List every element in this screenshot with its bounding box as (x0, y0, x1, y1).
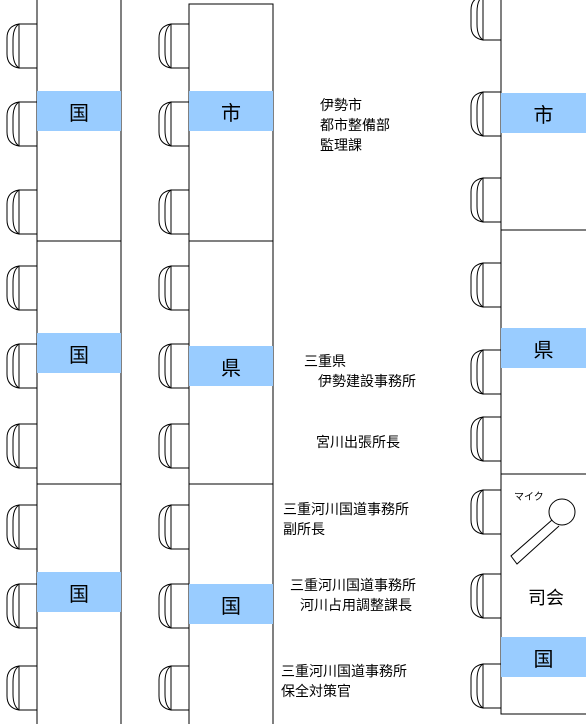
label-ken-mid: 県 (189, 346, 273, 386)
label-shi-mid: 市 (189, 91, 273, 131)
chair-icon (158, 423, 190, 469)
chair-icon (6, 504, 38, 550)
label-koku-left-1: 国 (37, 91, 121, 131)
label-koku-right: 国 (501, 637, 586, 677)
chair-icon (470, 91, 502, 137)
chair-icon (6, 101, 38, 147)
chair-icon (6, 265, 38, 311)
chair-icon (470, 177, 502, 223)
chair-icon (470, 262, 502, 308)
label-shi-right: 市 (501, 93, 586, 133)
attendee-miyagawa: 宮川出張所長 (316, 435, 400, 451)
attendee-river-use: 三重河川国道事務所河川占用調整課長 (290, 578, 416, 614)
moderator-label: 司会 (528, 588, 564, 609)
attendee-ise-city: 伊勢市都市整備部監理課 (320, 98, 390, 154)
chair-icon (470, 416, 502, 462)
chair-icon (6, 189, 38, 235)
chair-icon (158, 343, 190, 389)
chair-icon (6, 583, 38, 629)
label-koku-left-2: 国 (37, 333, 121, 373)
chair-icon (470, 489, 502, 535)
attendee-vice-director: 三重河川国道事務所副所長 (283, 502, 409, 538)
chair-icon (470, 573, 502, 619)
chair-icon (6, 23, 38, 69)
chair-icon (158, 23, 190, 69)
label-ken-right: 県 (501, 328, 586, 368)
chair-icon (158, 665, 190, 711)
label-koku-mid: 国 (189, 584, 273, 624)
chair-icon (158, 265, 190, 311)
chair-icon (470, 663, 502, 709)
chair-icon (6, 343, 38, 389)
chair-icon (6, 423, 38, 469)
attendee-mie-pref: 三重県伊勢建設事務所 (304, 354, 416, 390)
mic-handle-icon (510, 519, 560, 565)
chair-icon (470, 349, 502, 395)
chair-icon (158, 101, 190, 147)
mic-label: マイク (514, 492, 544, 503)
attendee-maintenance: 三重河川国道事務所保全対策官 (281, 664, 407, 700)
chair-icon (470, 0, 502, 41)
chair-icon (158, 189, 190, 235)
chair-icon (6, 665, 38, 711)
chair-icon (158, 583, 190, 629)
mic-head-icon (548, 498, 576, 526)
chair-icon (158, 504, 190, 550)
label-koku-left-3: 国 (37, 572, 121, 612)
